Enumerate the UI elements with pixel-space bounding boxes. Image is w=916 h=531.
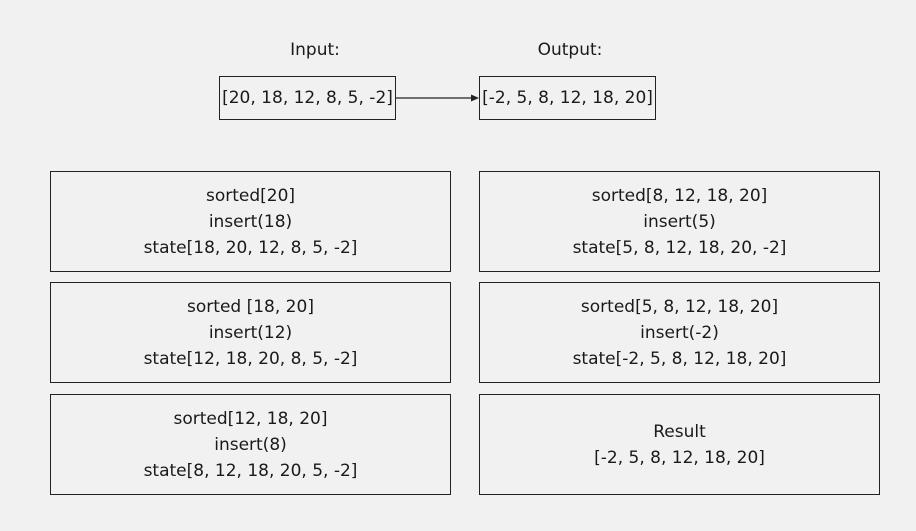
insert-text: insert(12) [208, 322, 293, 343]
input-label: Input: [290, 40, 340, 60]
state-text: state[-2, 5, 8, 12, 18, 20] [572, 348, 787, 369]
state-text: state[8, 12, 18, 20, 5, -2] [143, 460, 358, 481]
step-box-3: sorted[12, 18, 20] insert(8) state[8, 12… [50, 394, 451, 495]
step-box-4: sorted[8, 12, 18, 20] insert(5) state[5,… [479, 171, 880, 272]
output-label: Output: [537, 40, 603, 60]
sorted-text: sorted[12, 18, 20] [173, 408, 328, 429]
sorted-text: sorted[5, 8, 12, 18, 20] [580, 296, 779, 317]
step-box-5: sorted[5, 8, 12, 18, 20] insert(-2) stat… [479, 282, 880, 383]
insert-text: insert(-2) [640, 322, 719, 343]
insert-text: insert(18) [208, 211, 293, 232]
sorted-text: sorted [18, 20] [187, 296, 314, 317]
result-title: Result [653, 421, 706, 442]
state-text: state[18, 20, 12, 8, 5, -2] [143, 237, 358, 258]
step-box-2: sorted [18, 20] insert(12) state[12, 18,… [50, 282, 451, 383]
result-box: Result [-2, 5, 8, 12, 18, 20] [479, 394, 880, 495]
state-text: state[12, 18, 20, 8, 5, -2] [143, 348, 358, 369]
result-value: [-2, 5, 8, 12, 18, 20] [594, 447, 765, 468]
insert-text: insert(5) [643, 211, 716, 232]
sorted-text: sorted[8, 12, 18, 20] [591, 185, 768, 206]
output-array-box: [-2, 5, 8, 12, 18, 20] [479, 76, 656, 120]
sorted-text: sorted[20] [205, 185, 296, 206]
insert-text: insert(8) [214, 434, 287, 455]
input-array-box: [20, 18, 12, 8, 5, -2] [219, 76, 396, 120]
step-box-1: sorted[20] insert(18) state[18, 20, 12, … [50, 171, 451, 272]
state-text: state[5, 8, 12, 18, 20, -2] [572, 237, 787, 258]
